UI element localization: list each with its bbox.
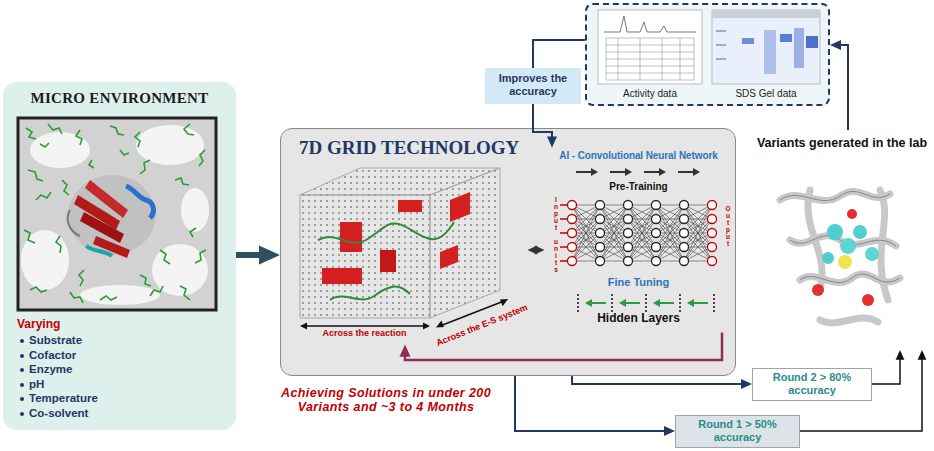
block-title: AI - Convolutional Neural Network: [539, 150, 739, 162]
connector: [830, 40, 848, 130]
box-label: Round 2 > 80% accuracy: [753, 371, 871, 396]
stage-label: Pre-Training: [545, 181, 733, 193]
connector-line: [236, 252, 265, 258]
connector: [533, 40, 585, 68]
list-heading: Varying: [17, 318, 217, 332]
connector-line: [872, 357, 900, 384]
box-label: Round 1 > 50% accuracy: [676, 418, 799, 443]
connector-line: [838, 45, 848, 130]
arrow-head: [918, 350, 927, 360]
bullet-item: Cofactor: [29, 349, 219, 362]
connector: [515, 376, 675, 436]
axis-label: Output: [724, 205, 731, 247]
connector-line: [533, 40, 585, 68]
arrow-head: [741, 379, 752, 389]
round-box: Round 1 > 50% accuracy: [675, 415, 800, 448]
panel-title: MICRO ENVIRONMENT: [3, 90, 236, 107]
connector: [572, 376, 752, 389]
protein-variant-image: [780, 190, 900, 323]
connector-line: [572, 376, 744, 384]
bullet-item: Enzyme: [29, 363, 219, 376]
axis-label: Input units: [552, 196, 559, 273]
image-caption: SDS Gel data: [712, 88, 820, 100]
stage-label: Fine Tuning: [545, 276, 733, 289]
image-caption: Activity data: [598, 88, 702, 100]
box-label: Improves the accuracy: [485, 72, 581, 97]
bullet-item: pH: [29, 378, 219, 391]
axis-label: Across the reaction: [300, 328, 430, 338]
connector-line: [515, 376, 667, 431]
connector: [872, 350, 904, 384]
md-simulation-image: [18, 118, 216, 310]
panel-title: 7D GRID TECHNOLOGY: [299, 137, 599, 159]
bullet-item: Temperature: [29, 392, 219, 405]
round-box: Round 2 > 80% accuracy: [752, 368, 872, 401]
arrow-head: [664, 426, 675, 436]
arrow-head: [830, 40, 841, 50]
bullet-item: Substrate: [29, 334, 219, 347]
arrow-head: [259, 246, 280, 265]
connector: [236, 246, 280, 265]
panel-title: Variants generated in the lab: [752, 136, 932, 150]
arrow-head: [896, 350, 905, 360]
bullet-item: Co-solvent: [29, 407, 219, 420]
feedback-box: Improves the accuracy: [485, 68, 581, 104]
highlight-note: Achieving Solutions in under 200 Variant…: [262, 386, 510, 415]
layer-label: Hidden Layers: [545, 312, 733, 326]
